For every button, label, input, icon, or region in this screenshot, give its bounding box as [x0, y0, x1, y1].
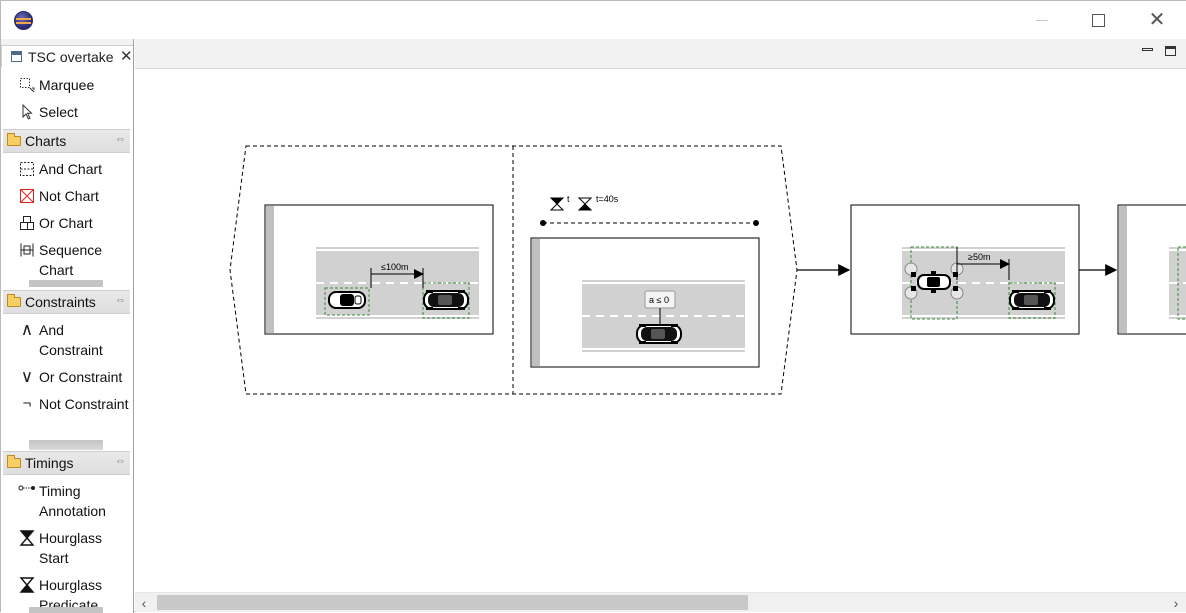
- accel-constraint-label: a ≤ 0: [649, 295, 669, 305]
- drawer-timings[interactable]: Timings ⇔: [3, 451, 130, 475]
- eclipse-app-icon: [14, 11, 33, 30]
- timing-annotation: t t=40s: [540, 194, 759, 226]
- diagram-file-icon: [11, 51, 22, 62]
- scrollbar-thumb[interactable]: [157, 595, 748, 610]
- hourglass-start-icon: [18, 530, 36, 548]
- editor-tab-label: TSC overtake: [28, 49, 114, 65]
- diagram-svg: ≤100m t t=40s: [229, 145, 1186, 395]
- horizontal-scrollbar[interactable]: ‹ ›: [135, 592, 1186, 612]
- timings-scroll-indicator[interactable]: [29, 607, 103, 613]
- charts-scroll-indicator[interactable]: [29, 280, 103, 287]
- pin-icon[interactable]: ⇔: [115, 133, 126, 145]
- parallel-chart-outline: [229, 145, 798, 395]
- drawer-timings-label: Timings: [25, 455, 74, 471]
- not-chart-label: Not Chart: [39, 188, 99, 204]
- or-chart-label: Or Chart: [39, 215, 93, 231]
- minimize-view-button[interactable]: [1142, 48, 1153, 51]
- close-tab-icon[interactable]: ✕: [120, 48, 133, 65]
- select-label: Select: [39, 104, 78, 120]
- marquee-label: Marquee: [39, 77, 95, 93]
- sequence-chart-label: Sequence Chart: [39, 242, 103, 278]
- close-button[interactable]: ✕: [1148, 9, 1166, 31]
- constraints-scroll-indicator[interactable]: [29, 440, 103, 450]
- pin-icon[interactable]: ⇔: [115, 455, 126, 467]
- drawer-constraints-label: Constraints: [25, 294, 96, 310]
- and-constraint-label: And Constraint: [39, 322, 103, 358]
- selected-car: [904, 262, 964, 300]
- palette-body: Marquee Select Charts ⇔ And Chart: [1, 67, 133, 613]
- distance-max-label: ≤100m: [381, 262, 408, 272]
- maximize-button[interactable]: [1087, 9, 1109, 31]
- drawer-charts[interactable]: Charts ⇔: [3, 129, 130, 153]
- or-chart-icon: [18, 215, 36, 233]
- sequence-chart-icon: [18, 242, 36, 260]
- diagram-editor: ≤100m t t=40s: [135, 39, 1186, 592]
- scroll-left-icon[interactable]: ‹: [141, 595, 147, 611]
- folder-icon: [7, 133, 21, 146]
- and-chart-icon: [18, 161, 36, 179]
- folder-icon: [7, 294, 21, 307]
- snapshot-2: a ≤ 0: [530, 237, 760, 368]
- not-constraint-tool[interactable]: ¬ Not Constraint: [18, 394, 130, 434]
- and-constraint-icon: ∧: [20, 320, 34, 339]
- not-constraint-icon: ¬: [22, 395, 32, 412]
- diagram-canvas[interactable]: ≤100m t t=40s: [135, 70, 1186, 592]
- folder-icon: [7, 455, 21, 468]
- not-constraint-label: Not Constraint: [39, 396, 129, 412]
- hourglass-start-label: Hourglass Start: [39, 530, 103, 566]
- editor-tab-tsc-overtake[interactable]: TSC overtake ✕: [1, 45, 133, 67]
- tool-palette: TSC overtake ✕ Marquee Select Charts: [1, 39, 134, 613]
- sequence-chart-tool[interactable]: Sequence Chart: [18, 240, 130, 280]
- snapshot-4: [1117, 204, 1186, 335]
- snapshot-3: ≥50m: [850, 204, 1080, 335]
- minimize-button[interactable]: [1031, 9, 1053, 31]
- timing-start-label: t: [567, 194, 570, 204]
- editor-toolbar: [135, 39, 1186, 69]
- timing-annotation-tool[interactable]: Timing Annotation: [18, 481, 130, 521]
- and-constraint-tool[interactable]: ∧ And Constraint: [18, 320, 130, 360]
- not-chart-icon: [18, 188, 36, 206]
- select-arrow-icon: [18, 103, 36, 122]
- distance-min-label: ≥50m: [968, 252, 990, 262]
- maximize-view-button[interactable]: [1165, 46, 1176, 56]
- hourglass-start-tool[interactable]: Hourglass Start: [18, 528, 130, 568]
- or-constraint-label: Or Constraint: [39, 369, 123, 385]
- or-constraint-icon: ∨: [20, 367, 34, 386]
- drawer-constraints[interactable]: Constraints ⇔: [3, 290, 130, 314]
- snapshot-1: ≤100m: [264, 204, 494, 335]
- timing-annotation-icon: [18, 483, 36, 501]
- scroll-right-icon[interactable]: ›: [1173, 595, 1179, 611]
- and-chart-label: And Chart: [39, 161, 103, 177]
- drawer-charts-label: Charts: [25, 133, 67, 149]
- title-bar: ✕: [1, 1, 1186, 39]
- timing-annotation-label: Timing Annotation: [39, 483, 106, 519]
- timing-end-label: t=40s: [596, 194, 619, 204]
- marquee-icon: [18, 77, 36, 95]
- hourglass-predicate-icon: [18, 577, 36, 595]
- pin-icon[interactable]: ⇔: [115, 294, 126, 306]
